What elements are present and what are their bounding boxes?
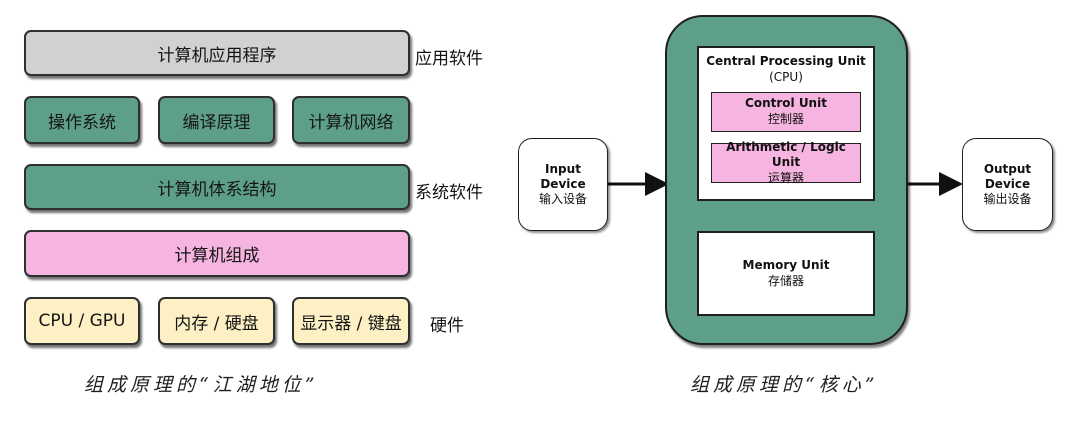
memory-disk-box: 内存 / 硬盘: [158, 297, 275, 345]
display-keyboard-box: 显示器 / 键盘: [292, 297, 410, 345]
alu-cn: 运算器: [767, 170, 804, 185]
output-label-2: Device: [984, 177, 1031, 191]
control-unit-cn: 控制器: [767, 112, 804, 126]
input-label-2: Device: [540, 177, 586, 191]
memory-disk-label: 内存 / 硬盘: [174, 313, 259, 334]
os-label: 操作系统: [48, 112, 116, 133]
cpu-gpu-label: CPU / GPU: [38, 311, 126, 331]
system-software-label: 系统软件: [415, 183, 483, 203]
memory-unit-label: Memory Unit: [742, 257, 830, 272]
display-keyboard-label: 显示器 / 键盘: [300, 313, 402, 334]
compiler-label: 编译原理: [182, 112, 251, 133]
app-layer-box: 计算机应用程序: [24, 30, 410, 76]
cpu-abbr: (CPU): [769, 69, 803, 84]
architecture-box: 计算机体系结构: [24, 164, 410, 210]
composition-box: 计算机组成: [24, 230, 410, 277]
left-caption: 组成原理的“江湖地位”: [84, 374, 319, 396]
output-device-box: Output Device 输出设备: [962, 138, 1053, 231]
input-label-cn: 输入设备: [538, 192, 587, 206]
alu-label: Arithmetic / Logic Unit: [726, 139, 846, 170]
input-device-box: Input Device 输入设备: [518, 138, 608, 231]
architecture-label: 计算机体系结构: [157, 179, 277, 200]
compiler-box: 编译原理: [158, 96, 275, 144]
hardware-label: 硬件: [430, 316, 464, 336]
app-software-label: 应用软件: [415, 49, 483, 69]
alu-box: Arithmetic / Logic Unit 运算器: [711, 139, 861, 185]
output-label-cn: 输出设备: [983, 192, 1032, 206]
cpu-gpu-box: CPU / GPU: [24, 297, 140, 345]
composition-label: 计算机组成: [174, 246, 260, 266]
output-label-1: Output: [983, 162, 1032, 176]
app-layer-label: 计算机应用程序: [157, 45, 277, 66]
network-label: 计算机网络: [308, 112, 394, 133]
cpu-title: Central Processing Unit: [706, 54, 866, 68]
input-label-1: Input: [545, 162, 581, 176]
right-caption: 组成原理的“核心”: [690, 374, 879, 396]
memory-unit-cn: 存储器: [767, 273, 804, 288]
network-box: 计算机网络: [292, 96, 410, 144]
os-box: 操作系统: [24, 96, 140, 144]
memory-unit-box: Memory Unit 存储器: [697, 231, 875, 316]
control-unit-box: Control Unit 控制器: [711, 92, 861, 132]
control-unit-label: Control Unit: [745, 96, 827, 111]
